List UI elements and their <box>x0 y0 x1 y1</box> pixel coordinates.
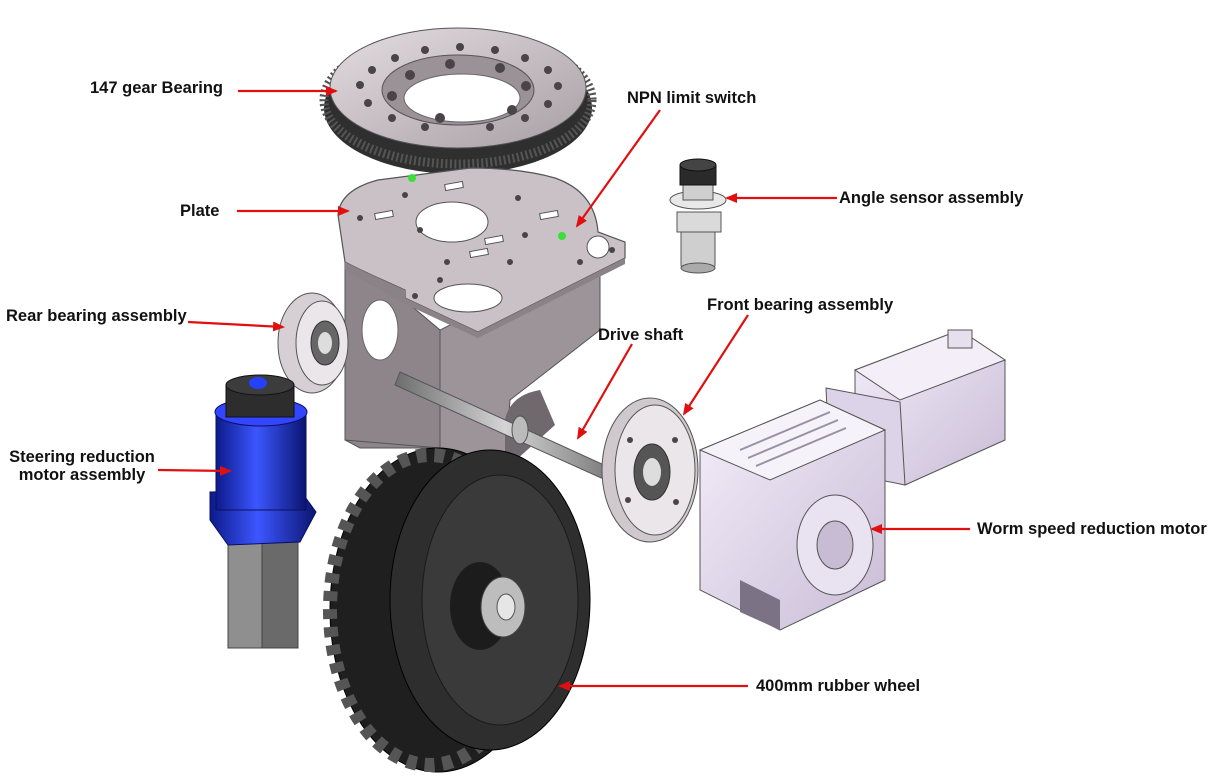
label-steering-motor-line1: Steering reduction <box>9 448 155 466</box>
steering-motor <box>209 374 317 649</box>
arrow-npn-switch <box>575 109 661 228</box>
limit-switch-led-2 <box>558 232 566 240</box>
label-angle-sensor: Angle sensor assembly <box>839 189 1024 207</box>
plate-bracket <box>337 167 626 491</box>
label-front-bearing: Front bearing assembly <box>707 296 894 314</box>
arrow-front-bearing <box>682 314 749 416</box>
label-drive-shaft: Drive shaft <box>598 326 684 344</box>
label-rear-bearing: Rear bearing assembly <box>6 307 187 325</box>
angle-sensor <box>669 158 727 274</box>
callout-arrows <box>157 86 970 691</box>
rubber-wheel <box>323 447 591 773</box>
arrow-steering-motor <box>157 465 232 476</box>
label-npn-switch: NPN limit switch <box>627 89 757 107</box>
label-gear-bearing: 147 gear Bearing <box>90 79 223 97</box>
label-steering-motor-line2: motor assembly <box>18 466 146 484</box>
label-worm-motor: Worm speed reduction motor <box>977 520 1207 538</box>
arrow-drive-shaft <box>577 343 633 440</box>
arrow-rear-bearing <box>187 320 285 332</box>
worm-motor <box>698 329 1007 631</box>
label-wheel: 400mm rubber wheel <box>756 677 921 695</box>
limit-switch-led-1 <box>408 174 416 182</box>
gear-bearing <box>319 27 597 174</box>
front-bearing <box>601 397 699 543</box>
rear-bearing <box>277 292 349 394</box>
label-plate: Plate <box>180 202 220 220</box>
